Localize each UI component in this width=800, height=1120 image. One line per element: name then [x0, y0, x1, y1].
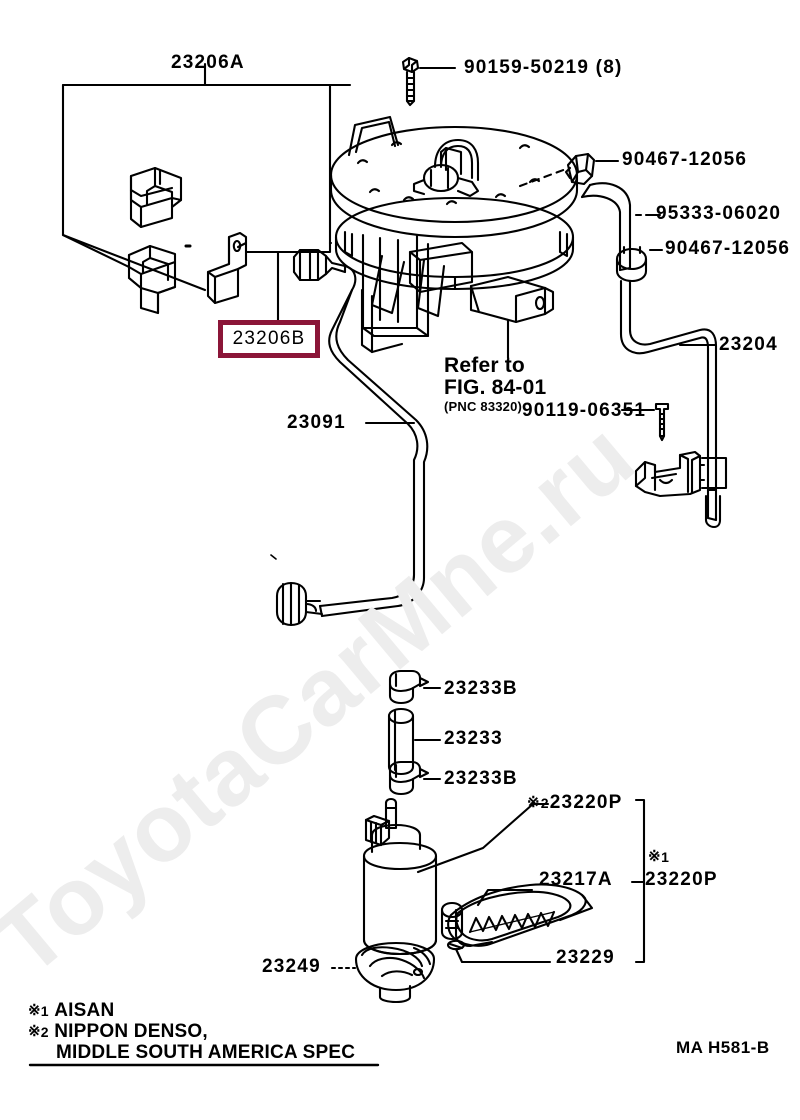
bracket-part-23206B — [206, 231, 248, 305]
highlighted-part-23206B[interactable]: 23206B — [218, 320, 320, 358]
label-bolt-90159: 90159-50219 (8) — [464, 57, 623, 78]
assembly-bracket-23220P — [630, 798, 646, 964]
label-hose-23233: 23233 — [444, 728, 503, 749]
leader-23217A — [476, 888, 534, 907]
label-filter-23217A: 23217A — [539, 869, 613, 890]
fuel-pump-icon-23220P — [362, 797, 438, 956]
leader-23220P — [416, 802, 550, 874]
relay-icon-lower — [127, 244, 177, 315]
legend-note-2-line2: MIDDLE SOUTH AMERICA SPEC — [56, 1042, 356, 1063]
star-marker-1: ※1 — [648, 847, 669, 865]
label-assembly-23220P: 23220P — [645, 869, 718, 890]
clamp-icon-90467-lower — [615, 245, 648, 283]
legend-note-2-line1: NIPPON DENSO, — [54, 1021, 208, 1042]
label-pump-23220P: ※223220P — [527, 792, 623, 814]
label-hose-95333: 95333-06020 — [656, 203, 782, 224]
star-icon-1: ※ — [648, 848, 662, 865]
legend-note-2: ※2 NIPPON DENSO, — [28, 1021, 208, 1042]
legend-star-number-2: 2 — [40, 1024, 49, 1040]
refer-to-line1: Refer to — [444, 354, 525, 377]
relay-icon-upper — [129, 166, 183, 229]
label-pipe-23204: 23204 — [719, 334, 778, 355]
leader-23206B-top — [244, 241, 332, 254]
clip-icon-23233B-bottom — [388, 760, 430, 796]
label-clip-23233B-bottom: 23233B — [444, 768, 518, 789]
fuel-filter-icon-23217A — [440, 883, 594, 948]
clip-icon-23233B-top — [388, 669, 430, 705]
legend-star-number-1: 1 — [40, 1003, 49, 1019]
legend-star-icon-1: ※ — [28, 1002, 41, 1019]
label-clip-23233B-top: 23233B — [444, 678, 518, 699]
star-number-1: 1 — [661, 849, 670, 865]
highlighted-part-label: 23206B — [232, 328, 306, 349]
document-id: MA H581-B — [676, 1038, 770, 1057]
pipe-clamp-bracket — [634, 450, 728, 498]
legend-note-2-line2-wrap: MIDDLE SOUTH AMERICA SPEC — [56, 1042, 355, 1063]
legend-note-1: ※1 AISAN — [28, 1000, 114, 1021]
cover-icon-23249 — [354, 941, 436, 1004]
label-clamp-90467-upper: 90467-12056 — [622, 149, 748, 170]
label-cover-23249: 23249 — [262, 956, 321, 977]
label-pump-23220P-text: 23220P — [549, 792, 623, 813]
fuel-sender-assembly — [329, 115, 579, 354]
pipe-icon-23204 — [619, 279, 722, 529]
hose-icon-23233 — [387, 707, 415, 776]
bolt-icon-90159 — [401, 56, 420, 107]
dashed-connector-clamp — [518, 167, 568, 188]
label-clamp-90467-lower: 90467-12056 — [665, 238, 791, 259]
star-number-2: 2 — [540, 795, 550, 811]
label-ring-23229: 23229 — [556, 947, 615, 968]
label-hose-23091: 23091 — [287, 412, 346, 433]
leader-23206A — [61, 233, 131, 269]
refer-to-pnc: (PNC 83320) — [444, 399, 523, 414]
label-screw-90119: 90119-06351 — [522, 400, 647, 421]
label-bracket-23206A: 23206A — [171, 52, 245, 73]
clamp-icon-90467-upper — [564, 152, 596, 186]
screw-icon-90119 — [654, 402, 670, 442]
hose-icon-95333 — [580, 182, 632, 272]
legend-note-1-text: AISAN — [54, 1000, 115, 1021]
legend-star-icon-2: ※ — [28, 1023, 41, 1040]
hose-icon-23091 — [270, 248, 429, 627]
retainer-icon-23229 — [446, 939, 552, 964]
star-icon-2: ※ — [527, 794, 541, 811]
refer-to-line2: FIG. 84-01 — [444, 376, 547, 399]
